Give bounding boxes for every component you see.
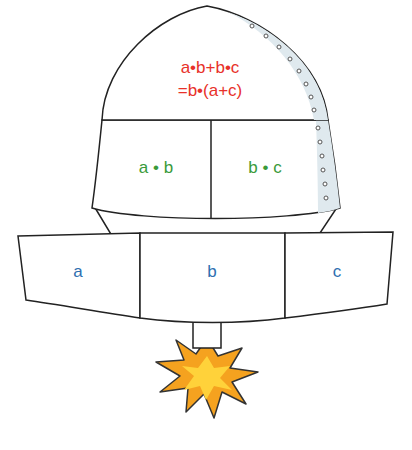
factor-fin: a: [66, 256, 90, 289]
flame: [156, 338, 258, 418]
factor-fin: c: [326, 256, 349, 289]
factor-body: b: [200, 256, 224, 289]
node-text: b: [207, 261, 216, 284]
node-text: a•b+b•c =b•(a+c): [162, 57, 258, 103]
nose-formula: a•b+b•c =b•(a+c): [155, 52, 265, 108]
body-section: [140, 233, 285, 323]
node-text: a • b: [139, 157, 173, 180]
shading: [228, 12, 328, 120]
product-cell: b • c: [241, 152, 289, 185]
product-cell: a • b: [132, 152, 181, 185]
node-text: c: [333, 261, 342, 284]
node-text: a: [73, 261, 82, 284]
divider-line: [210, 120, 212, 219]
middle-section: [92, 120, 340, 219]
shading: [316, 120, 340, 213]
left-fin: [18, 233, 140, 318]
node-text: b • c: [248, 157, 281, 180]
right-fin: [285, 232, 393, 318]
nose-cone: [102, 6, 328, 120]
